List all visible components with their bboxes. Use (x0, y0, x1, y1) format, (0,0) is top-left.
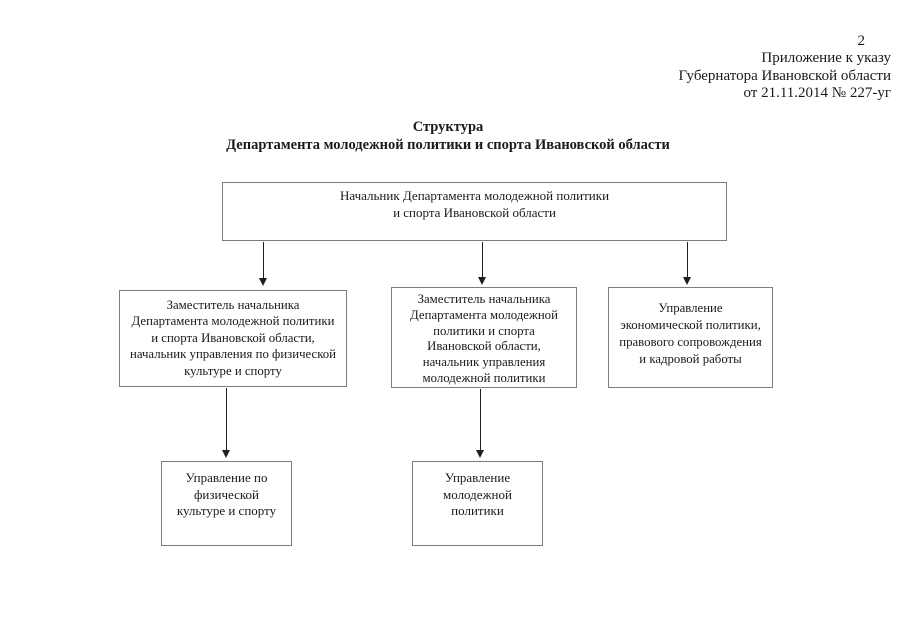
arrow-line (263, 242, 264, 280)
org-box-deputy-sport: Заместитель начальника Департамента моло… (119, 290, 347, 387)
org-box-deputy-sport-label: Заместитель начальника Департамента моло… (129, 298, 337, 378)
arrow-down-icon (683, 277, 691, 285)
org-box-department-head: Начальник Департамента молодежной полити… (222, 182, 727, 241)
org-box-department-head-label: Начальник Департамента молодежной полити… (339, 188, 610, 220)
org-box-economic-policy: Управление экономической политики, право… (608, 287, 773, 388)
document-title: Структура Департамента молодежной полити… (226, 119, 670, 153)
connector-arrow-deputy-sport-to-sport (222, 388, 231, 458)
arrow-line (687, 242, 688, 279)
org-box-sport-directorate-label: Управление по физической культуре и спор… (176, 470, 277, 518)
org-box-deputy-youth-label: Заместитель начальника Департамента моло… (410, 292, 558, 385)
arrow-line (480, 389, 481, 452)
org-box-sport-directorate: Управление по физической культуре и спор… (161, 461, 292, 546)
arrow-down-icon (476, 450, 484, 458)
org-box-youth-directorate-label: Управление молодежной политики (443, 470, 512, 518)
org-box-youth-directorate: Управление молодежной политики (412, 461, 543, 546)
arrow-down-icon (478, 277, 486, 285)
connector-arrow-deputy-youth-to-youth (476, 389, 485, 458)
connector-arrow-head-to-econ (683, 242, 692, 285)
appendix-reference: Приложение к указу Губернатора Ивановско… (678, 50, 891, 101)
org-box-economic-policy-label: Управление экономической политики, право… (619, 301, 762, 366)
connector-arrow-head-to-deputy-youth (478, 242, 487, 285)
page-number: 2 (857, 33, 866, 49)
arrow-down-icon (259, 278, 267, 286)
arrow-line (482, 242, 483, 279)
org-box-deputy-youth: Заместитель начальника Департамента моло… (391, 287, 577, 388)
connector-arrow-head-to-deputy-sport (259, 242, 268, 286)
arrow-down-icon (222, 450, 230, 458)
arrow-line (226, 388, 227, 452)
